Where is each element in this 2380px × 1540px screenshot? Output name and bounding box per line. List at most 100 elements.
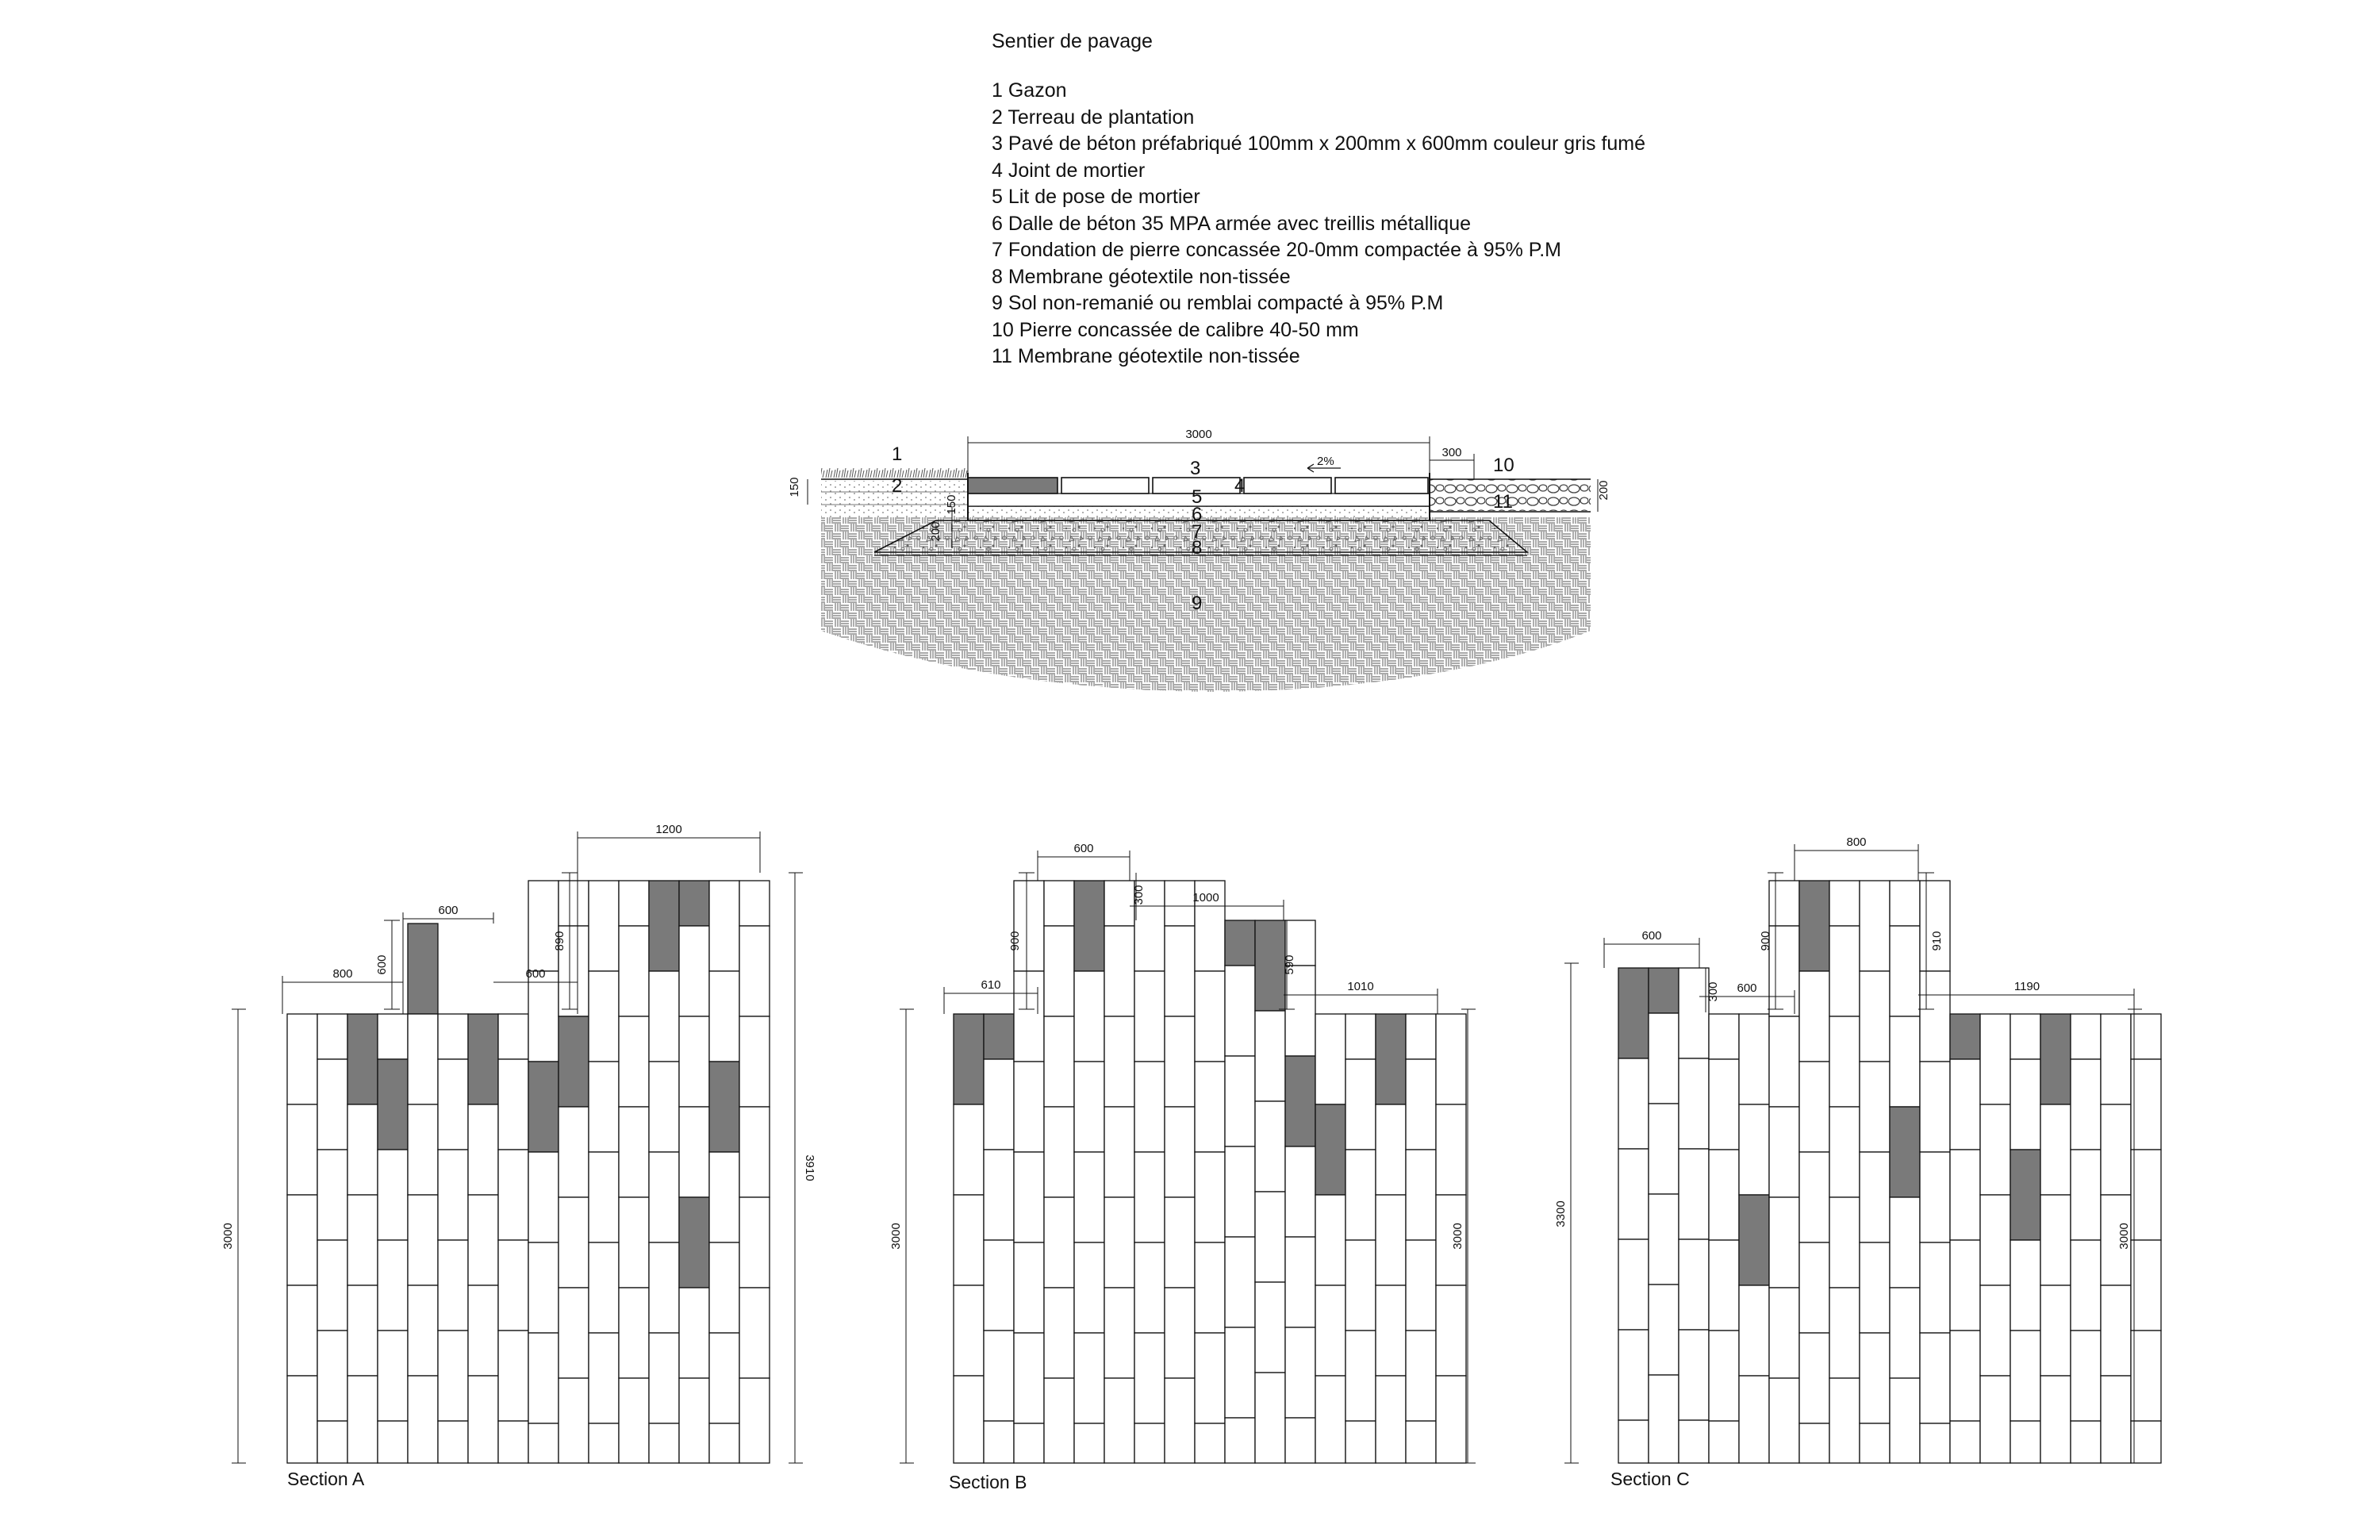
paver <box>528 880 559 972</box>
paver <box>2040 1194 2071 1286</box>
paver <box>1859 1151 1891 1243</box>
paver <box>1648 1193 1679 1285</box>
paver-dark <box>1949 1013 1981 1060</box>
paver <box>618 925 650 1017</box>
paver <box>708 1242 740 1334</box>
paver <box>1435 1013 1467 1105</box>
paver <box>1889 1377 1921 1464</box>
paver <box>1104 1377 1135 1464</box>
paver <box>317 1330 348 1422</box>
paver <box>1405 1013 1437 1060</box>
paver <box>467 1104 499 1196</box>
paver-dark <box>1889 1106 1921 1198</box>
paver <box>2130 1239 2162 1331</box>
paver <box>1889 1196 1921 1288</box>
paver <box>1013 1242 1045 1334</box>
paver <box>1919 1151 1951 1243</box>
layer-number-4: 4 <box>1234 475 1245 497</box>
paver <box>1435 1194 1467 1286</box>
paver-dark <box>678 880 710 927</box>
paver-dark <box>648 880 680 972</box>
paver <box>1738 1104 1770 1196</box>
paver <box>1435 1104 1467 1196</box>
paver <box>2070 1239 2102 1331</box>
paver <box>2100 1013 2132 1105</box>
paver <box>983 1420 1015 1464</box>
paver <box>558 1377 589 1464</box>
paver <box>1315 1013 1346 1105</box>
paver <box>1829 1106 1860 1198</box>
paver <box>1405 1058 1437 1150</box>
paver <box>1254 1100 1286 1192</box>
paver <box>528 970 559 1062</box>
paver-dark <box>1254 920 1286 1012</box>
paver <box>1315 1375 1346 1464</box>
paver <box>286 1194 318 1286</box>
paver <box>1648 1284 1679 1376</box>
paver <box>678 925 710 1017</box>
paver <box>1345 1149 1376 1241</box>
section-a-dimensions <box>232 831 803 1464</box>
sec-a-dim-3910: 3910 <box>803 1154 816 1181</box>
paver <box>708 880 740 972</box>
paver <box>1859 1332 1891 1424</box>
paver <box>317 1239 348 1331</box>
paver <box>1224 1417 1256 1464</box>
paver <box>1134 1423 1165 1464</box>
paver <box>739 1016 770 1108</box>
paver <box>1043 1287 1075 1379</box>
paver <box>1013 1151 1045 1243</box>
paver <box>618 880 650 927</box>
sec-c-dim-800: 800 <box>1846 835 1866 849</box>
paver <box>1194 1332 1226 1424</box>
paver <box>317 1013 348 1060</box>
paver <box>1284 920 1316 966</box>
paver <box>1829 925 1860 1017</box>
paver <box>2070 1013 2102 1060</box>
layer-number-6: 6 <box>1192 504 1202 525</box>
paver <box>1194 1242 1226 1334</box>
paver <box>1738 1013 1770 1105</box>
paver-dark <box>678 1196 710 1288</box>
paver <box>648 970 680 1062</box>
paver <box>618 1106 650 1198</box>
paver <box>1194 1423 1226 1464</box>
paver <box>497 1058 529 1150</box>
paver <box>739 1377 770 1464</box>
paver-dark <box>1224 920 1256 966</box>
paver-dark <box>377 1058 409 1150</box>
paver <box>407 1104 439 1196</box>
paver <box>1104 1106 1135 1198</box>
paver <box>1194 1061 1226 1153</box>
paver <box>497 1330 529 1422</box>
paver <box>1919 1423 1951 1464</box>
paver <box>1919 880 1951 972</box>
sec-a-dim-800: 800 <box>332 967 352 981</box>
paver <box>2010 1058 2041 1150</box>
paver-dark <box>1375 1013 1407 1105</box>
section-b-label: Section B <box>949 1472 1027 1492</box>
paver <box>2130 1420 2162 1464</box>
paver <box>2010 1420 2041 1464</box>
layer-number-8: 8 <box>1192 537 1202 559</box>
paver <box>1889 880 1921 927</box>
paver <box>953 1104 985 1196</box>
paver <box>1889 1016 1921 1108</box>
paver <box>2010 1239 2041 1331</box>
sec-b-dim-300: 300 <box>1132 885 1146 904</box>
paver <box>1104 925 1135 1017</box>
paver <box>1254 1191 1286 1283</box>
paver <box>1284 965 1316 1057</box>
section-c-pattern <box>1618 880 2162 1464</box>
sec-b-dim-600: 600 <box>1073 842 1093 855</box>
sec-a-dim-890: 890 <box>553 931 566 950</box>
paver <box>2070 1420 2102 1464</box>
paver <box>1648 1012 1679 1104</box>
paver <box>1618 1419 1649 1464</box>
paver <box>2010 1330 2041 1422</box>
paver <box>648 1151 680 1243</box>
paver <box>1073 1242 1105 1334</box>
paver <box>708 1332 740 1424</box>
dim-width: 3000 <box>1185 428 1211 441</box>
